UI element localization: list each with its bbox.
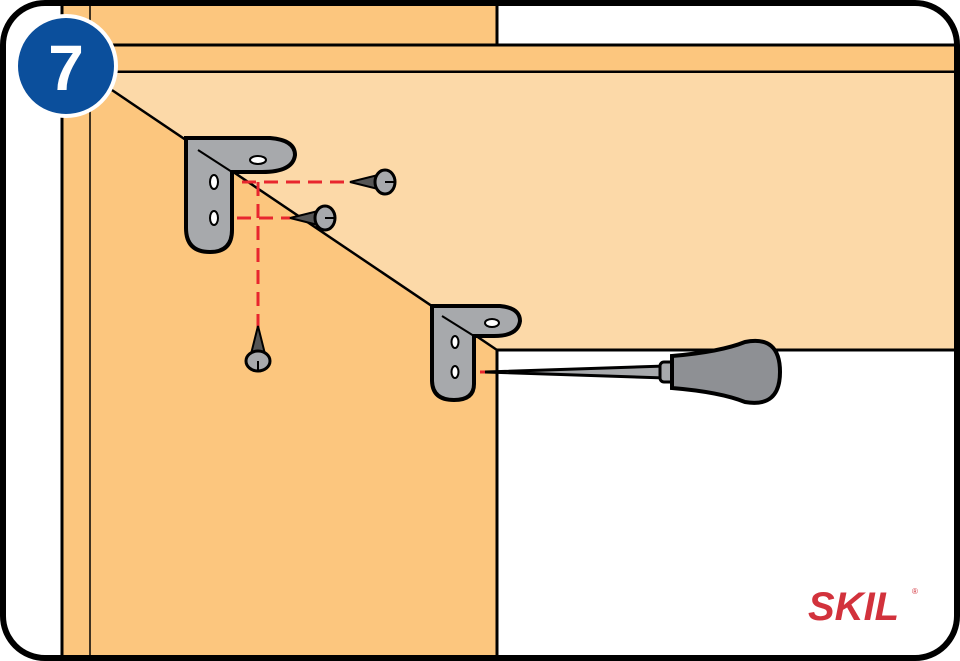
corner-bracket: [430, 304, 523, 403]
screw: [244, 325, 272, 373]
screw: [289, 204, 337, 232]
top-board: [60, 43, 957, 74]
logo-text: SKIL: [808, 585, 899, 629]
registered-mark: ®: [912, 587, 918, 596]
corner-bracket: [184, 136, 298, 255]
screwdriver: [484, 338, 783, 405]
screw: [349, 168, 397, 196]
back-panel: [90, 72, 957, 350]
step-number: 7: [48, 32, 84, 104]
step-number-badge: 7: [14, 14, 118, 118]
skil-logo: SKIL ®: [808, 585, 918, 629]
